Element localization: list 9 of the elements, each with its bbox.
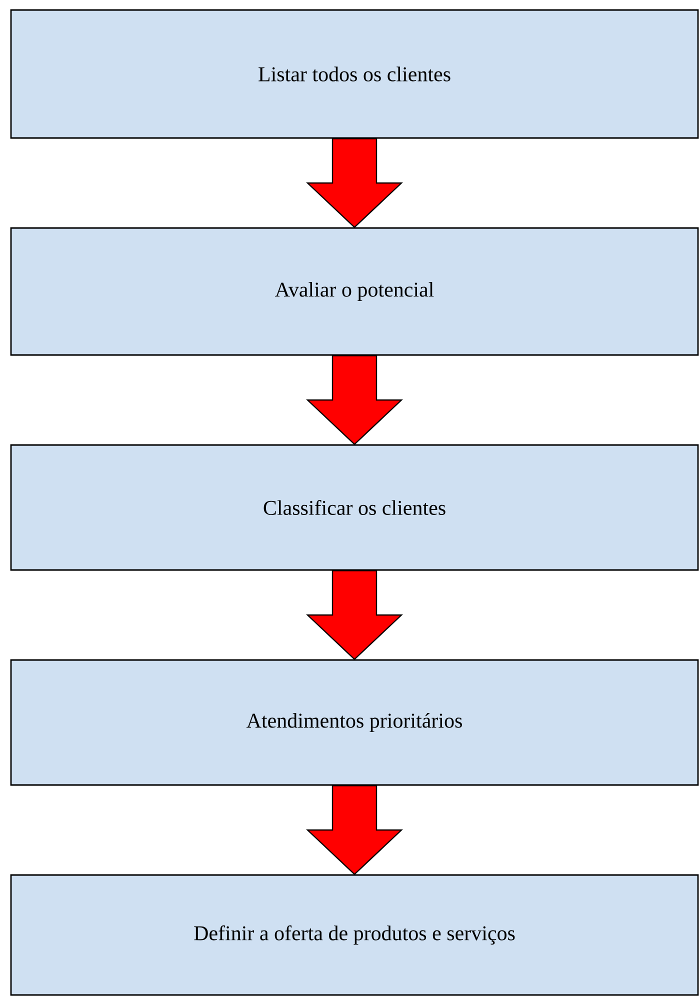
process-box: Avaliar o potencial bbox=[10, 227, 699, 356]
block-arrow bbox=[306, 138, 404, 228]
block-arrow bbox=[306, 785, 404, 876]
block-arrow bbox=[306, 570, 404, 660]
process-box: Classificar os clientes bbox=[10, 444, 699, 571]
process-box: Listar todos os clientes bbox=[10, 9, 699, 139]
block-arrow bbox=[306, 355, 404, 446]
process-box: Atendimentos prioritários bbox=[10, 659, 699, 786]
process-box: Definir a oferta de produtos e serviços bbox=[10, 874, 699, 996]
